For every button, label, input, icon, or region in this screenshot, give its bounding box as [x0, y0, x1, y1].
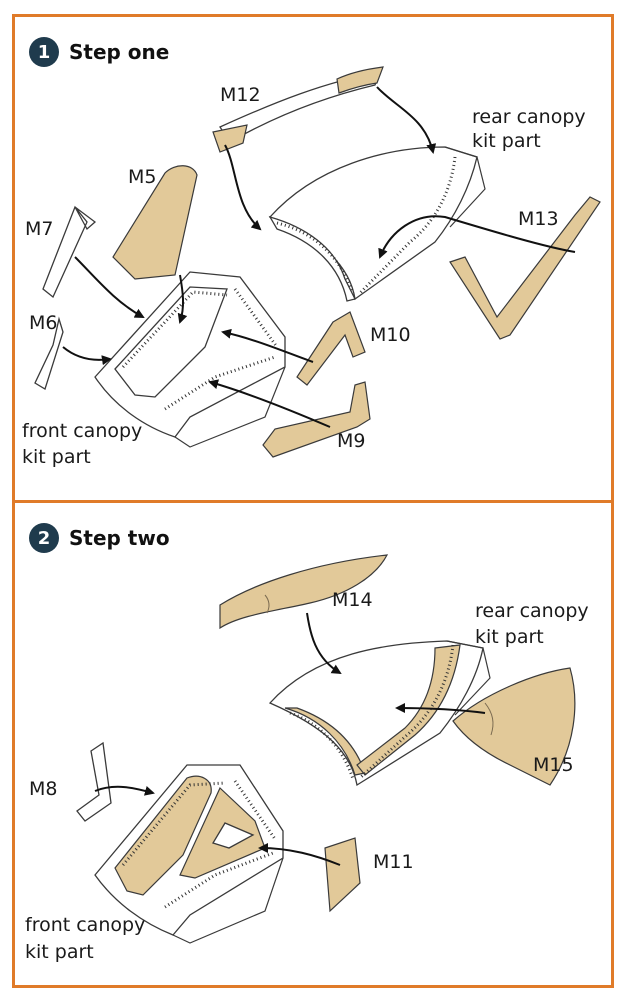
step-number-badge: 1 [29, 37, 59, 67]
step-title: Step one [69, 40, 170, 64]
label-m8: M8 [29, 778, 57, 800]
mask-m6 [34, 316, 64, 390]
label-front-canopy-line1: front canopy [22, 420, 142, 442]
front-canopy-kit-part [94, 764, 284, 944]
label-m13: M13 [518, 208, 559, 230]
label-m6: M6 [29, 312, 57, 334]
label-front-canopy-line2: kit part [25, 941, 94, 963]
step-two-diagram: M14 rear canopy kit part M15 M8 M11 fron… [25, 554, 589, 963]
label-m7: M7 [25, 218, 53, 240]
step-title: Step two [69, 526, 170, 550]
label-front-canopy-line2: kit part [22, 446, 91, 468]
step-one-diagram: M12 M5 M7 M6 rear canopy kit part M13 M1… [22, 66, 601, 468]
mask-m8 [76, 741, 112, 822]
label-m12: M12 [220, 84, 261, 106]
rear-canopy-kit-part [268, 640, 491, 787]
mask-m7 [42, 205, 97, 299]
step-one-header: 1 Step one [29, 37, 169, 67]
assembly-arrows [62, 86, 576, 428]
step-two-panel: 2 Step two [12, 500, 614, 988]
mask-m14 [219, 554, 389, 630]
label-front-canopy-line1: front canopy [25, 914, 145, 936]
mask-m12 [212, 66, 384, 153]
mask-m9 [262, 381, 371, 458]
label-rear-canopy-line2: kit part [475, 626, 544, 648]
label-m9: M9 [337, 430, 365, 452]
mask-m15 [452, 667, 576, 786]
label-m10: M10 [370, 324, 411, 346]
label-m15: M15 [533, 754, 574, 776]
label-m14: M14 [332, 589, 373, 611]
rear-canopy-kit-part [268, 146, 486, 302]
front-canopy-kit-part [94, 271, 286, 448]
mask-m11 [324, 837, 361, 913]
label-m5: M5 [128, 166, 156, 188]
step-one-panel: 1 Step one [12, 14, 614, 504]
step-two-header: 2 Step two [29, 523, 170, 553]
assembly-arrows [94, 612, 486, 866]
mask-m5 [112, 165, 198, 280]
label-rear-canopy-line1: rear canopy [475, 600, 589, 622]
label-rear-canopy-line1: rear canopy [472, 106, 586, 128]
mask-m10 [296, 311, 366, 386]
label-m11: M11 [373, 851, 414, 873]
step-number-badge: 2 [29, 523, 59, 553]
mask-m13 [449, 196, 601, 340]
label-rear-canopy-line2: kit part [472, 130, 541, 152]
